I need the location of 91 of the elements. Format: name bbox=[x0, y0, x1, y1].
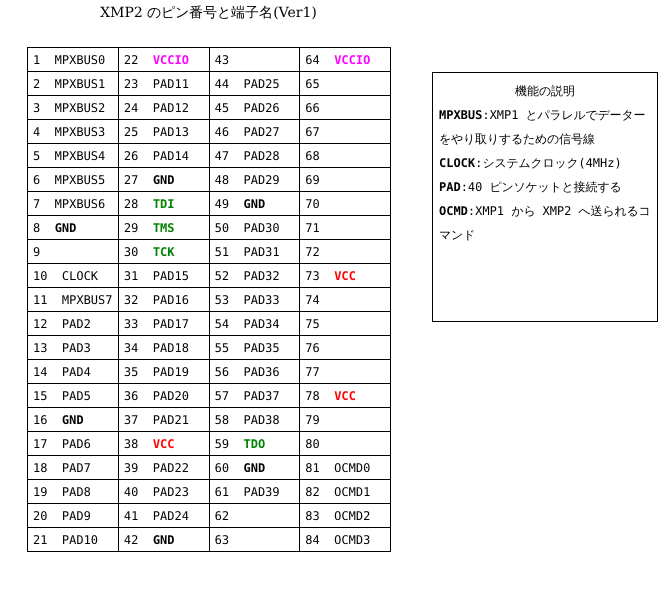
pin-label: 7 MPXBUS6 bbox=[28, 192, 118, 216]
pin-label: 35 PAD19 bbox=[118, 360, 210, 384]
pin-label: 25 PAD13 bbox=[118, 120, 210, 144]
pin-label: 62 bbox=[209, 504, 300, 528]
pin-label: 4 MPXBUS3 bbox=[28, 120, 118, 144]
pin-label: 81 OCMD0 bbox=[300, 456, 390, 480]
pin-label: 70 bbox=[300, 192, 390, 216]
pin-label: 84 OCMD3 bbox=[300, 528, 390, 552]
pin-label: 10 CLOCK bbox=[28, 264, 118, 288]
pin-label: 55 PAD35 bbox=[209, 336, 300, 360]
pin-label: 77 bbox=[300, 360, 390, 384]
description-panel bbox=[432, 72, 658, 322]
description-text: OCMD:XMP1 から XMP2 へ送られるコマンド bbox=[439, 203, 651, 244]
pin-label: 5 MPXBUS4 bbox=[28, 144, 118, 168]
pin-label: 37 PAD21 bbox=[118, 408, 210, 432]
pin-label: 56 PAD36 bbox=[209, 360, 300, 384]
pin-label: 52 PAD32 bbox=[209, 264, 300, 288]
pin-label: 9 bbox=[28, 240, 118, 264]
pin-label: 8 GND bbox=[28, 216, 118, 240]
pin-label: 18 PAD7 bbox=[28, 456, 118, 480]
pin-label: 21 PAD10 bbox=[28, 528, 118, 552]
pin-label: 80 bbox=[300, 432, 390, 456]
pin-label: 22 VCCIO bbox=[118, 48, 210, 72]
pin-label: 2 MPXBUS1 bbox=[28, 72, 118, 96]
pin-label: 59 TDO bbox=[209, 432, 300, 456]
pin-label: 30 TCK bbox=[118, 240, 210, 264]
pin-label: 61 PAD39 bbox=[209, 480, 300, 504]
pin-label: 48 PAD29 bbox=[209, 168, 300, 192]
pin-label: 60 GND bbox=[209, 456, 300, 480]
pin-label: 11 MPXBUS7 bbox=[28, 288, 118, 312]
pin-label: 26 PAD14 bbox=[118, 144, 210, 168]
pin-label: 72 bbox=[300, 240, 390, 264]
pin-label: 74 bbox=[300, 288, 390, 312]
pin-label: 16 GND bbox=[28, 408, 118, 432]
pin-label: 42 GND bbox=[118, 528, 210, 552]
pin-label: 20 PAD9 bbox=[28, 504, 118, 528]
pin-label: 31 PAD15 bbox=[118, 264, 210, 288]
pin-label: 36 PAD20 bbox=[118, 384, 210, 408]
pin-label: 68 bbox=[300, 144, 390, 168]
pin-label: 29 TMS bbox=[118, 216, 210, 240]
description-text: MPXBUS:XMP1 とパラレルでデーターをやり取りするための信号線 bbox=[439, 107, 647, 148]
pin-label: 67 bbox=[300, 120, 390, 144]
pin-label: 6 MPXBUS5 bbox=[28, 168, 118, 192]
pin-label: 38 VCC bbox=[118, 432, 210, 456]
pin-label: 15 PAD5 bbox=[28, 384, 118, 408]
pin-label: 19 PAD8 bbox=[28, 480, 118, 504]
pin-label: 24 PAD12 bbox=[118, 96, 210, 120]
pin-label: 28 TDI bbox=[118, 192, 210, 216]
pin-label: 83 OCMD2 bbox=[300, 504, 390, 528]
pin-label: 69 bbox=[300, 168, 390, 192]
pin-label: 58 PAD38 bbox=[209, 408, 300, 432]
panel-heading: 機能の説明 bbox=[514, 83, 576, 100]
pin-label: 51 PAD31 bbox=[209, 240, 300, 264]
pin-label: 76 bbox=[300, 336, 390, 360]
pin-label: 43 bbox=[209, 48, 300, 72]
pin-label: 57 PAD37 bbox=[209, 384, 300, 408]
pin-label: 79 bbox=[300, 408, 390, 432]
pin-label: 41 PAD24 bbox=[118, 504, 210, 528]
pin-label: 34 PAD18 bbox=[118, 336, 210, 360]
pin-label: 39 PAD22 bbox=[118, 456, 210, 480]
pin-label: 78 VCC bbox=[300, 384, 390, 408]
pin-label: 44 PAD25 bbox=[209, 72, 300, 96]
pin-label: 66 bbox=[300, 96, 390, 120]
pin-label: 1 MPXBUS0 bbox=[28, 48, 118, 72]
pin-label: 65 bbox=[300, 72, 390, 96]
pin-label: 53 PAD33 bbox=[209, 288, 300, 312]
pin-label: 13 PAD3 bbox=[28, 336, 118, 360]
pin-label: 12 PAD2 bbox=[28, 312, 118, 336]
pin-label: 23 PAD11 bbox=[118, 72, 210, 96]
pin-label: 71 bbox=[300, 216, 390, 240]
pin-label: 82 OCMD1 bbox=[300, 480, 390, 504]
pin-label: 75 bbox=[300, 312, 390, 336]
pin-label: 27 GND bbox=[118, 168, 210, 192]
pin-label: 73 VCC bbox=[300, 264, 390, 288]
pin-label: 47 PAD28 bbox=[209, 144, 300, 168]
pin-label: 46 PAD27 bbox=[209, 120, 300, 144]
pin-label: 49 GND bbox=[209, 192, 300, 216]
pin-label: 50 PAD30 bbox=[209, 216, 300, 240]
pin-label: 33 PAD17 bbox=[118, 312, 210, 336]
description-text: CLOCK:システムクロック(4MHz) bbox=[439, 155, 623, 172]
diagram-title: XMP2 のピン番号と端子名(Ver1) bbox=[99, 4, 318, 22]
pin-label: 54 PAD34 bbox=[209, 312, 300, 336]
pin-label: 45 PAD26 bbox=[209, 96, 300, 120]
pin-label: 14 PAD4 bbox=[28, 360, 118, 384]
pin-label: 17 PAD6 bbox=[28, 432, 118, 456]
description-text: PAD:40 ピンソケットと接続する bbox=[439, 179, 623, 196]
pin-label: 64 VCCIO bbox=[300, 48, 390, 72]
pin-label: 40 PAD23 bbox=[118, 480, 210, 504]
pin-label: 63 bbox=[209, 528, 300, 552]
pin-label: 3 MPXBUS2 bbox=[28, 96, 118, 120]
pin-label: 32 PAD16 bbox=[118, 288, 210, 312]
